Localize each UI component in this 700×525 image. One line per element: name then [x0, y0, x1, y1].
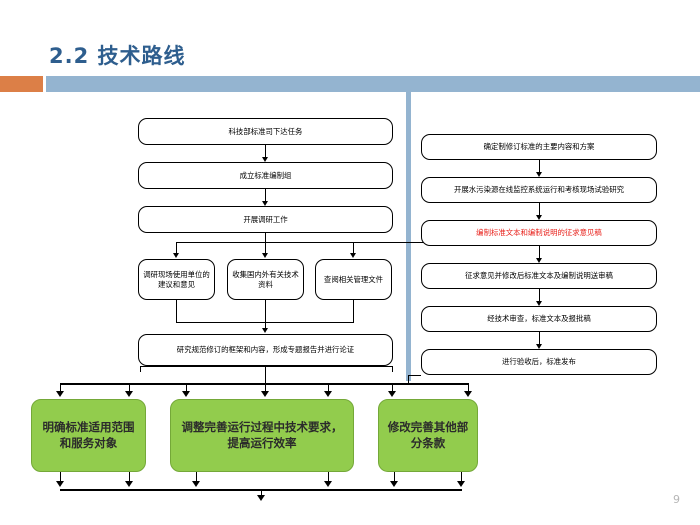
connector-line	[176, 242, 177, 256]
connector-arrow-icon	[261, 201, 268, 206]
flow-box-label: 调研现场使用单位的建议和意见	[143, 270, 210, 289]
connector-line	[60, 383, 61, 395]
flow-box-review-documents[interactable]: 查阅相关管理文件	[315, 259, 392, 300]
connector-line	[328, 472, 329, 484]
connector-line	[265, 189, 266, 204]
outcome-box-label: 明确标准适用范围和服务对象	[42, 419, 135, 450]
flow-box-technical-review[interactable]: 经技术审查，标准文本及报批稿	[421, 306, 657, 332]
connector-arrow-icon	[55, 481, 64, 487]
connector-line	[408, 375, 421, 376]
connector-arrow-icon	[535, 301, 542, 306]
connector-line	[408, 375, 409, 383]
flow-box-label: 开展调研工作	[243, 214, 288, 224]
connector-arrow-icon	[323, 481, 332, 487]
flow-box-acceptance-release[interactable]: 进行验收后，标准发布	[421, 349, 657, 375]
connector-arrow-icon	[172, 253, 179, 258]
column-divider	[406, 92, 411, 381]
connector-line	[265, 145, 266, 160]
flow-box-label: 收集国内外有关技术资料	[232, 270, 299, 289]
connector-line	[186, 383, 187, 395]
connector-arrow-icon	[260, 391, 269, 397]
connector-arrow-icon	[349, 253, 356, 258]
connector-arrow-icon	[456, 481, 465, 487]
flow-box-label: 征求意见并修改后标准文本及编制说明送审稿	[465, 271, 613, 281]
connector-line	[468, 383, 469, 395]
flow-box-draft-for-comment[interactable]: 编制标准文本和编制说明的征求意见稿	[421, 220, 657, 246]
connector-arrow-icon	[181, 391, 190, 397]
connector-line	[539, 246, 540, 261]
outcome-box-label: 修改完善其他部分条款	[387, 419, 469, 450]
connector-line	[176, 300, 177, 322]
flow-box-determine-scope[interactable]: 确定制修订标准的主要内容和方案	[421, 134, 657, 160]
connector-line	[265, 300, 266, 322]
connector-line	[353, 242, 354, 256]
connector-line	[392, 383, 393, 395]
connector-line	[129, 472, 130, 484]
connector-line	[196, 472, 197, 484]
connector-line	[265, 322, 266, 330]
connector-line	[265, 366, 266, 383]
header-blue-accent-bar	[46, 76, 700, 92]
flow-box-label: 经技术审查，标准文本及报批稿	[487, 314, 591, 324]
connector-line	[129, 383, 130, 395]
flow-box-field-experiment[interactable]: 开展水污染源在线监控系统运行和考核现场试验研究	[421, 177, 657, 203]
outcome-box-scope-and-service[interactable]: 明确标准适用范围和服务对象	[31, 399, 146, 472]
flow-box-form-drafting-group[interactable]: 成立标准编制组	[138, 162, 393, 189]
connector-line	[539, 332, 540, 347]
flow-box-label: 编制标准文本和编制说明的征求意见稿	[476, 228, 602, 238]
connector-arrow-icon	[261, 328, 268, 333]
flow-box-task-assignment[interactable]: 科技部标准司下达任务	[138, 118, 393, 145]
flow-box-label: 开展水污染源在线监控系统运行和考核现场试验研究	[454, 185, 624, 195]
connector-arrow-icon	[124, 391, 133, 397]
connector-line	[392, 366, 393, 372]
connector-arrow-icon	[387, 391, 396, 397]
connector-line	[140, 366, 141, 372]
connector-line	[539, 160, 540, 175]
flow-box-collect-materials[interactable]: 收集国内外有关技术资料	[227, 259, 304, 300]
connector-arrow-icon	[261, 157, 268, 162]
flow-box-label: 科技部标准司下达任务	[228, 126, 303, 136]
flow-box-revised-submission[interactable]: 征求意见并修改后标准文本及编制说明送审稿	[421, 263, 657, 289]
flow-box-field-survey[interactable]: 调研现场使用单位的建议和意见	[138, 259, 215, 300]
connector-arrow-icon	[535, 215, 542, 220]
connector-line	[461, 472, 462, 484]
connector-arrow-icon	[256, 495, 265, 501]
flow-box-label: 确定制修订标准的主要内容和方案	[483, 142, 595, 152]
connector-line	[261, 489, 262, 497]
connector-arrow-icon	[323, 391, 332, 397]
header-orange-accent-bar	[0, 76, 43, 92]
connector-line	[176, 242, 444, 243]
connector-line	[265, 233, 266, 242]
connector-line	[394, 472, 395, 484]
connector-arrow-icon	[261, 253, 268, 258]
connector-arrow-icon	[191, 481, 200, 487]
connector-line	[539, 203, 540, 218]
flow-box-label: 成立标准编制组	[239, 170, 292, 180]
connector-line	[265, 242, 266, 256]
flow-box-start-research[interactable]: 开展调研工作	[138, 206, 393, 233]
connector-line	[353, 300, 354, 322]
connector-arrow-icon	[535, 258, 542, 263]
page-number: 9	[673, 493, 680, 506]
connector-line	[265, 383, 266, 395]
connector-arrow-icon	[463, 391, 472, 397]
connector-arrow-icon	[535, 172, 542, 177]
flow-box-label: 查阅相关管理文件	[323, 274, 384, 284]
connector-arrow-icon	[124, 481, 133, 487]
flow-box-framework-report[interactable]: 研究规范修订的框架和内容，形成专题报告并进行论证	[138, 334, 393, 366]
outcome-box-revise-other-clauses[interactable]: 修改完善其他部分条款	[378, 399, 478, 472]
outcome-bus-line-top	[60, 383, 468, 385]
flow-box-label: 研究规范修订的框架和内容，形成专题报告并进行论证	[176, 345, 355, 355]
connector-line	[539, 289, 540, 304]
connector-line	[140, 366, 392, 367]
connector-arrow-icon	[535, 344, 542, 349]
connector-line	[60, 472, 61, 484]
outcome-box-improve-requirements[interactable]: 调整完善运行过程中技术要求，提高运行效率	[170, 399, 354, 472]
connector-line	[328, 383, 329, 395]
outcome-box-label: 调整完善运行过程中技术要求，提高运行效率	[181, 419, 343, 450]
connector-arrow-icon	[389, 481, 398, 487]
flow-box-label: 进行验收后，标准发布	[502, 357, 576, 367]
connector-arrow-icon	[55, 391, 64, 397]
page-title: 2.2 技术路线	[49, 44, 186, 68]
